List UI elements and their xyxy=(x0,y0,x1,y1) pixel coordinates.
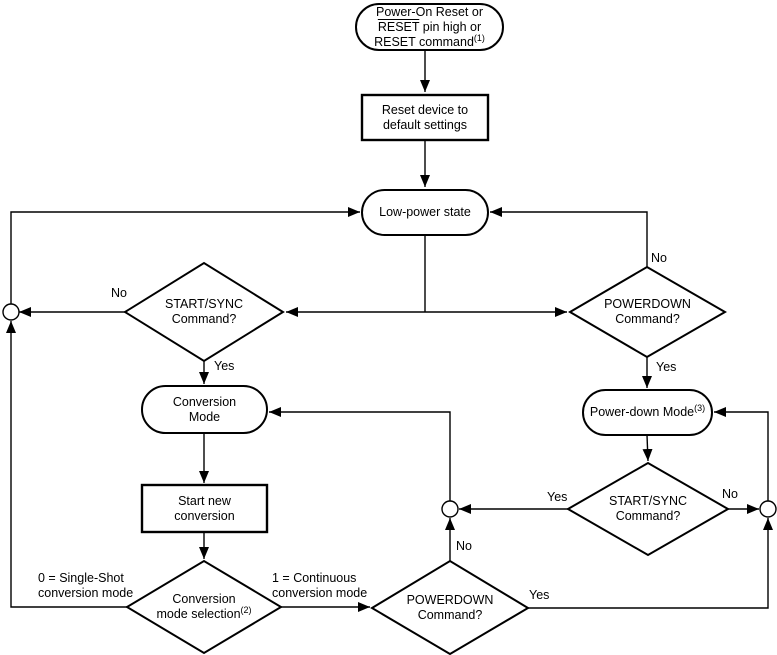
startnew-process-shape xyxy=(140,483,269,534)
powerdown2-decision-shape xyxy=(370,559,530,655)
edge-cms-singleshot-to-leftcircle xyxy=(5,321,127,608)
edge-powerdown2-yes-to-rightcircle xyxy=(528,518,773,609)
edge-leftcircle-to-lowpower xyxy=(10,207,360,304)
node-shapes xyxy=(2,3,777,655)
cms-decision-shape xyxy=(125,559,283,655)
powerdown1-decision-shape xyxy=(568,265,728,359)
convmode-state-shape xyxy=(141,385,268,434)
por-terminal-shape xyxy=(355,3,504,51)
edge-midcircle-to-convmode xyxy=(269,407,451,501)
lowpower-state-shape xyxy=(361,189,489,236)
edge-powerdown1-no-to-lowpower xyxy=(490,207,648,267)
pdmode-state-shape xyxy=(582,389,713,436)
left-connector-circle xyxy=(2,303,20,321)
edge-rightcircle-to-pdmode xyxy=(714,407,769,501)
startsync1-decision-shape xyxy=(123,261,285,363)
edges xyxy=(5,50,773,612)
edge-pdmode-to-startsync2 xyxy=(642,434,653,462)
startsync2-decision-shape xyxy=(565,461,731,557)
right-connector-circle xyxy=(759,500,777,518)
middle-connector-circle xyxy=(441,500,459,518)
reset-process-shape xyxy=(360,93,490,142)
